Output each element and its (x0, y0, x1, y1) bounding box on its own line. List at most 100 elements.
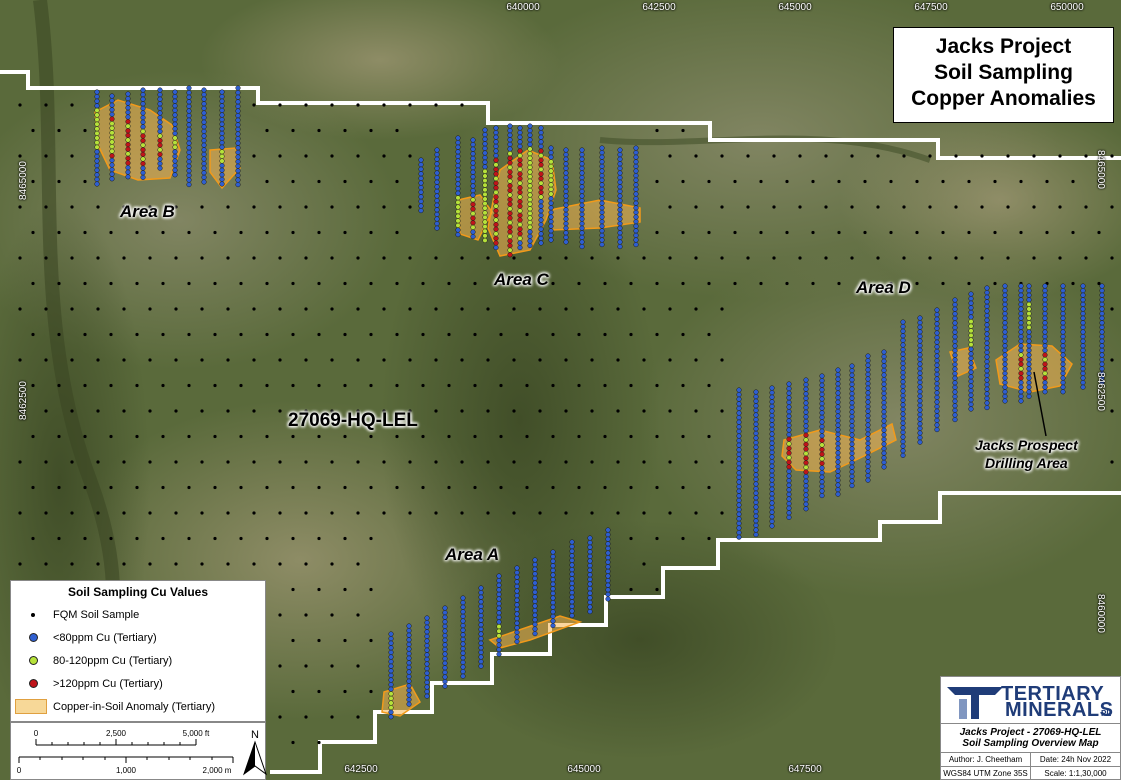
tertiary-sample-dot (769, 436, 775, 442)
tertiary-sample-dot (507, 247, 513, 253)
tertiary-sample-dot (605, 555, 611, 561)
licence-label[interactable]: 27069-HQ-LEL (288, 410, 418, 431)
tertiary-sample-dot (803, 474, 809, 480)
tertiary-sample-dot (157, 87, 163, 93)
fqm-sample-dot (356, 715, 360, 719)
tertiary-sample-dot (538, 199, 544, 205)
tertiary-sample-dot (235, 90, 241, 96)
area-b-label[interactable]: Area B (120, 202, 175, 221)
tertiary-sample-dot (507, 238, 513, 244)
area-c-label[interactable]: Area C (494, 270, 549, 289)
fqm-sample-dot (343, 434, 347, 439)
tertiary-sample-dot (934, 339, 940, 345)
fqm-sample-dot (694, 154, 698, 158)
tertiary-sample-dot (548, 163, 554, 169)
tertiary-sample-dot (1080, 370, 1086, 376)
fqm-sample-dot (70, 409, 74, 413)
fqm-sample-dot (460, 460, 464, 464)
tertiary-sample-dot (819, 433, 825, 439)
fqm-sample-dot (226, 511, 230, 515)
fqm-sample-dot (707, 230, 711, 235)
fqm-sample-dot (31, 383, 35, 388)
fqm-sample-dot (265, 230, 269, 235)
fqm-sample-dot (83, 485, 87, 490)
fqm-sample-dot (57, 434, 61, 439)
fqm-sample-dot (278, 613, 282, 617)
fqm-sample-dot (889, 179, 893, 184)
area-d-label[interactable]: Area D (856, 278, 911, 297)
fqm-sample-dot (629, 332, 633, 337)
tertiary-sample-dot (538, 148, 544, 154)
fqm-sample-dot (629, 383, 633, 388)
tertiary-sample-dot (952, 320, 958, 326)
tertiary-sample-dot (753, 495, 759, 501)
tertiary-sample-dot (819, 451, 825, 457)
tertiary-sample-dot (493, 166, 499, 172)
tertiary-sample-dot (1060, 297, 1066, 303)
fqm-sample-dot (148, 409, 152, 413)
tertiary-sample-dot (803, 501, 809, 507)
tertiary-sample-dot (424, 620, 430, 626)
tertiary-sample-dot (172, 98, 178, 104)
fqm-sample-dot (941, 179, 945, 184)
fqm-sample-dot (811, 179, 815, 184)
tertiary-sample-dot (455, 181, 461, 187)
tertiary-sample-dot (527, 178, 533, 184)
fqm-sample-dot (1019, 179, 1023, 184)
tertiary-sample-dot (617, 207, 623, 213)
tertiary-sample-dot (442, 679, 448, 685)
tertiary-sample-dot (172, 107, 178, 113)
area-a-label[interactable]: Area A (445, 545, 500, 564)
tertiary-sample-dot (563, 179, 569, 185)
tertiary-sample-dot (109, 144, 115, 150)
tertiary-sample-dot (617, 221, 623, 227)
fqm-sample-dot (70, 154, 74, 158)
tertiary-sample-dot (424, 615, 430, 621)
tertiary-sample-dot (900, 416, 906, 422)
tertiary-sample-dot (517, 194, 523, 200)
fqm-sample-dot (135, 383, 139, 388)
prospect-label[interactable]: Jacks Prospect Drilling Area (975, 436, 1078, 472)
tertiary-sample-dot (514, 606, 520, 612)
tertiary-sample-dot (235, 94, 241, 100)
fqm-sample-dot (278, 205, 282, 209)
tertiary-sample-dot (424, 638, 430, 644)
tertiary-sample-dot (865, 440, 871, 446)
tertiary-sample-dot (1026, 311, 1032, 317)
tertiary-sample-dot (186, 177, 192, 183)
tertiary-sample-dot (157, 119, 163, 125)
tertiary-sample-dot (753, 476, 759, 482)
tertiary-sample-dot (235, 136, 241, 142)
tertiary-sample-dot (900, 319, 906, 325)
tertiary-sample-dot (496, 587, 502, 593)
tertiary-sample-dot (753, 522, 759, 528)
tertiary-sample-dot (1018, 366, 1024, 372)
tertiary-sample-dot (835, 372, 841, 378)
tertiary-sample-dot (470, 206, 476, 212)
tertiary-sample-dot (482, 182, 488, 188)
tertiary-sample-dot (753, 449, 759, 455)
tertiary-sample-dot (94, 117, 100, 123)
fqm-sample-dot (824, 256, 828, 260)
tertiary-sample-dot (1042, 301, 1048, 307)
tertiary-sample-dot (587, 558, 593, 564)
tertiary-sample-dot (1026, 343, 1032, 349)
tertiary-sample-dot (517, 226, 523, 232)
tertiary-sample-dot (219, 112, 225, 118)
tertiary-sample-dot (186, 94, 192, 100)
north-arrow-icon: N (243, 729, 267, 776)
fqm-sample-dot (239, 485, 243, 490)
tertiary-sample-dot (736, 525, 742, 531)
tertiary-sample-dot (1026, 352, 1032, 358)
tertiary-sample-dot (736, 405, 742, 411)
tertiary-sample-dot (1080, 334, 1086, 340)
tertiary-sample-dot (157, 96, 163, 102)
tertiary-sample-dot (550, 609, 556, 615)
tertiary-sample-dot (482, 228, 488, 234)
tertiary-sample-dot (94, 94, 100, 100)
fqm-sample-dot (785, 230, 789, 235)
fqm-sample-dot (187, 485, 191, 490)
tertiary-sample-dot (984, 290, 990, 296)
fqm-sample-dot (174, 460, 178, 464)
